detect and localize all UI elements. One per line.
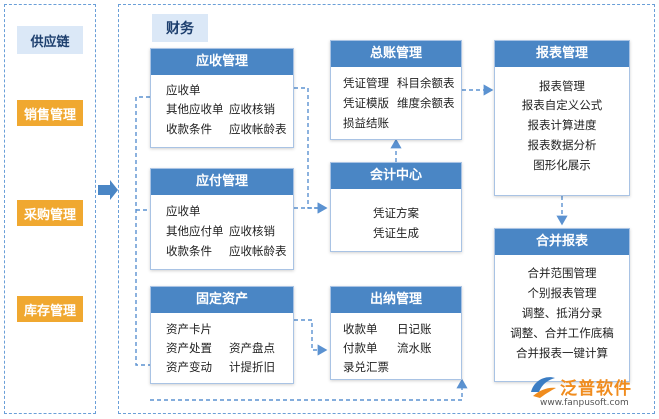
ledger-item: 凭证模版 [343,96,389,110]
cashier-item: 流水账 [397,341,432,355]
consolidated-item: 合并报表一键计算 [516,346,608,360]
receivable-title: 应收管理 [151,49,293,75]
receivable-item: 其他应收单 [166,102,224,116]
receivable-item: 应收核销 [229,102,275,116]
payable-card[interactable]: 应付管理 应收单 其他应付单 应收核销 收款条件 应收帐龄表 [150,168,294,270]
fixed-assets-item: 资产卡片 [166,322,212,336]
cashier-item: 日记账 [397,322,432,336]
cashier-title: 出纳管理 [331,287,461,313]
consolidated-item: 调整、抵消分录 [521,306,603,320]
receivable-item: 收款条件 [166,122,212,136]
ledger-item: 维度余额表 [397,96,455,110]
payable-item: 应收帐龄表 [229,244,287,258]
finance-title-text: 财务 [166,21,194,37]
finance-title: 财务 [152,14,208,42]
sales-management-tag[interactable]: 销售管理 [17,100,83,126]
ledger-item: 损益结账 [343,116,389,130]
accounting-center-card[interactable]: 会计中心 凭证方案 凭证生成 [330,162,462,252]
ledger-item: 凭证管理 [343,76,389,90]
cashier-item: 付款单 [343,341,378,355]
cashier-item: 录兑汇票 [343,360,389,374]
reports-item: 图形化展示 [533,158,591,172]
consolidated-item: 个别报表管理 [527,286,597,300]
accounting-center-item: 凭证方案 [373,206,419,220]
purchase-management-tag[interactable]: 采购管理 [17,200,83,226]
receivable-item: 应收单 [166,83,201,97]
consolidated-title: 合并报表 [495,229,629,255]
reports-item: 报表自定义公式 [521,98,603,112]
consolidated-item: 合并范围管理 [527,266,597,280]
receivable-item: 应收帐龄表 [229,122,287,136]
purchase-management-label: 采购管理 [23,207,76,223]
cashier-item: 收款单 [343,322,378,336]
payable-title: 应付管理 [151,169,293,195]
supply-chain-title: 供应链 [17,26,83,54]
logo-url: www.fanpusoft.com [540,398,629,408]
receivable-card[interactable]: 应收管理 应收单 其他应收单 应收核销 收款条件 应收帐龄表 [150,48,294,148]
reports-item: 报表计算进度 [527,118,597,132]
fixed-assets-card[interactable]: 固定资产 资产卡片 资产处置 资产盘点 资产变动 计提折旧 [150,286,294,384]
fixed-assets-item: 资产处置 [166,341,212,355]
payable-item: 应收核销 [229,224,275,238]
accounting-center-title: 会计中心 [331,163,461,189]
ledger-item: 科目余额表 [397,76,455,90]
ledger-card[interactable]: 总账管理 凭证管理 科目余额表 凭证模版 维度余额表 损益结账 [330,40,462,140]
supply-chain-title-text: 供应链 [30,34,70,50]
reports-item: 报表数据分析 [527,138,597,152]
inventory-management-label: 库存管理 [23,303,76,319]
flow-arrow-icon [98,180,118,200]
fanpu-logo-icon [531,377,556,398]
fixed-assets-title: 固定资产 [151,287,293,313]
fixed-assets-item: 计提折旧 [229,360,275,374]
finance-panel [118,4,655,414]
sales-management-label: 销售管理 [23,107,76,123]
accounting-center-item: 凭证生成 [373,226,419,240]
payable-item: 应收单 [166,204,201,218]
fixed-assets-item: 资产变动 [166,360,212,374]
reports-item: 报表管理 [539,79,585,93]
fixed-assets-item: 资产盘点 [229,341,275,355]
consolidated-item: 调整、合并工作底稿 [510,326,614,340]
payable-item: 其他应付单 [166,224,224,238]
inventory-management-tag[interactable]: 库存管理 [17,296,83,322]
reports-card[interactable]: 报表管理 报表管理 报表自定义公式 报表计算进度 报表数据分析 图形化展示 [494,40,630,196]
cashier-card[interactable]: 出纳管理 收款单 日记账 付款单 流水账 录兑汇票 [330,286,462,380]
ledger-title: 总账管理 [331,41,461,67]
logo-name: 泛普软件 [560,379,632,399]
supply-chain-panel [4,4,96,414]
payable-item: 收款条件 [166,244,212,258]
reports-title: 报表管理 [495,41,629,67]
consolidated-card[interactable]: 合并报表 合并范围管理 个别报表管理 调整、抵消分录 调整、合并工作底稿 合并报… [494,228,630,382]
